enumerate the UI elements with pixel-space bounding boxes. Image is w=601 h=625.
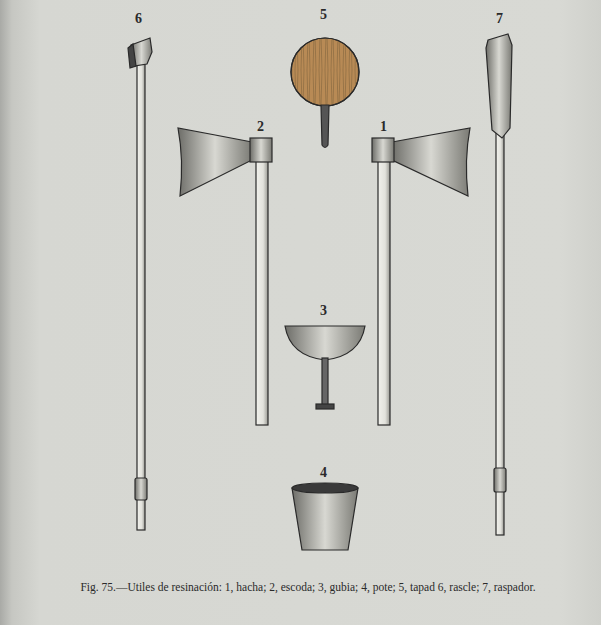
- callout-number: 7: [496, 12, 503, 26]
- hacha-tool: [372, 128, 470, 425]
- callout-number: 2: [257, 120, 264, 134]
- tapadera-tool: [291, 38, 359, 148]
- callout-number: 5: [320, 8, 327, 22]
- pote-tool: [292, 483, 358, 550]
- escoda-tool: [178, 128, 272, 425]
- figure-caption: Fig. 75.—Utiles de resinación: 1, hacha;…: [18, 580, 598, 596]
- gubia-tool: [285, 326, 365, 409]
- callout-number: 3: [320, 304, 327, 318]
- callout-number: 1: [380, 120, 387, 134]
- callout-number: 6: [135, 12, 142, 26]
- callout-number: 4: [320, 466, 327, 480]
- raspador-tool: [486, 34, 512, 535]
- rascle-tool: [128, 38, 152, 530]
